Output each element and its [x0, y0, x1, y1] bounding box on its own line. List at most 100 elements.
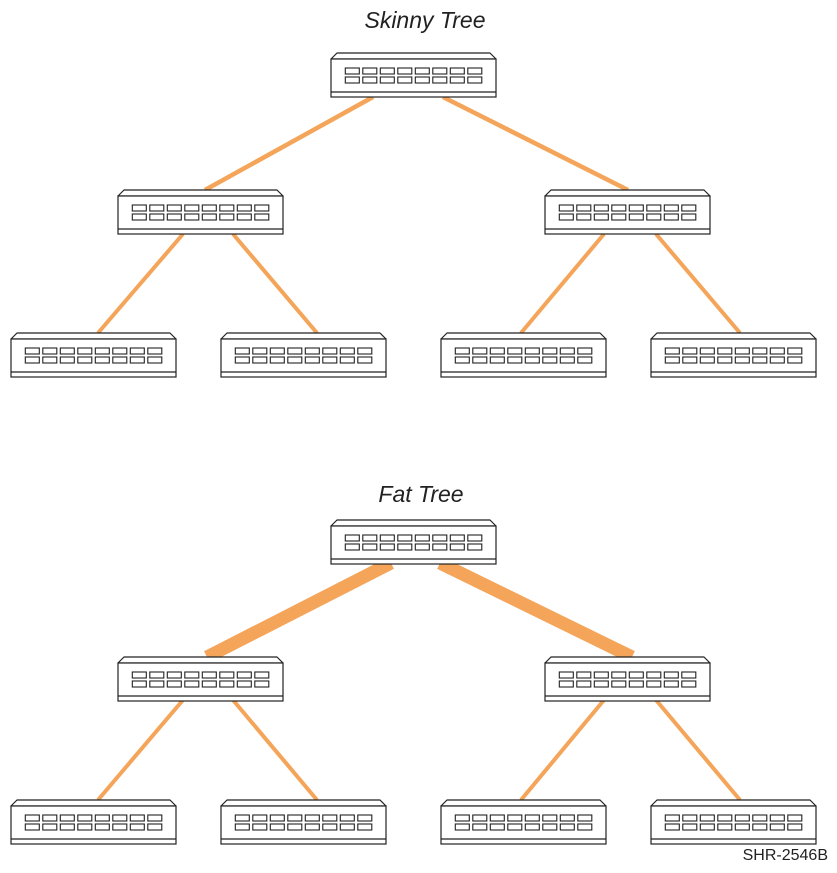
network-switch-icon	[117, 189, 284, 235]
switch-port	[252, 347, 268, 355]
switch-port	[593, 671, 609, 679]
switch-port	[269, 347, 285, 355]
switch-port	[752, 814, 768, 822]
switch-port	[717, 823, 733, 831]
leaf-link	[519, 698, 606, 802]
switch-port	[42, 347, 58, 355]
edge-switch	[220, 332, 387, 378]
switch-port	[77, 823, 93, 831]
edge-switch	[10, 799, 177, 845]
fat-tree: Fat Tree	[10, 481, 817, 845]
skinny-tree-title: Skinny Tree	[364, 7, 485, 33]
switch-port	[449, 67, 465, 75]
network-switch-icon	[220, 799, 387, 845]
switch-port	[94, 814, 110, 822]
switch-port	[397, 534, 413, 542]
switch-port	[236, 213, 252, 221]
switch-port	[77, 814, 93, 822]
network-switch-icon	[650, 332, 817, 378]
switch-port	[357, 823, 373, 831]
switch-port	[269, 356, 285, 364]
switch-port	[287, 823, 303, 831]
switch-port	[59, 814, 75, 822]
switch-port	[252, 814, 268, 822]
switch-port	[254, 680, 270, 688]
switch-port	[414, 67, 430, 75]
core-uplink	[441, 94, 630, 193]
switch-port	[454, 814, 470, 822]
switch-port	[524, 356, 540, 364]
switch-port	[787, 814, 803, 822]
switch-port	[507, 823, 523, 831]
edge-switch	[650, 332, 817, 378]
switch-port	[507, 347, 523, 355]
switch-port	[339, 823, 355, 831]
switch-port	[362, 76, 378, 84]
core-switch	[330, 519, 497, 565]
switch-port	[304, 823, 320, 831]
switch-port	[769, 347, 785, 355]
leaf-link	[231, 698, 319, 802]
edge-switch	[440, 799, 607, 845]
aggregation-switch	[117, 656, 284, 702]
switch-port	[339, 814, 355, 822]
switch-port	[236, 671, 252, 679]
switch-port	[149, 213, 165, 221]
switch-port	[131, 213, 147, 221]
switch-port	[77, 356, 93, 364]
switch-port	[454, 347, 470, 355]
switch-port	[379, 67, 395, 75]
switch-port	[449, 543, 465, 551]
switch-port	[454, 823, 470, 831]
switch-port	[339, 356, 355, 364]
switch-port	[577, 356, 593, 364]
switch-port	[322, 356, 338, 364]
switch-port	[149, 204, 165, 212]
switch-port	[558, 680, 574, 688]
switch-port	[734, 823, 750, 831]
switch-port	[357, 347, 373, 355]
switch-port	[149, 671, 165, 679]
switch-port	[717, 356, 733, 364]
switch-port	[611, 213, 627, 221]
core-switch	[330, 52, 497, 98]
switch-port	[542, 814, 558, 822]
leaf-link	[231, 232, 319, 335]
switch-port	[664, 814, 680, 822]
switch-port	[24, 814, 40, 822]
network-switch-icon	[10, 799, 177, 845]
switch-port	[681, 680, 697, 688]
switch-port	[287, 814, 303, 822]
skinny-tree: Skinny Tree	[10, 7, 817, 378]
switch-port	[287, 356, 303, 364]
network-switch-icon	[544, 189, 711, 235]
switch-port	[467, 543, 483, 551]
switch-port	[699, 814, 715, 822]
switch-port	[681, 204, 697, 212]
switch-port	[24, 356, 40, 364]
switch-port	[472, 356, 488, 364]
leaf-link	[519, 232, 606, 335]
switch-port	[129, 814, 145, 822]
aggregation-switch	[544, 189, 711, 235]
switch-port	[559, 814, 575, 822]
switch-port	[467, 76, 483, 84]
network-switch-icon	[440, 332, 607, 378]
core-uplink	[437, 557, 635, 663]
switch-port	[717, 347, 733, 355]
switch-port	[646, 213, 662, 221]
switch-port	[254, 213, 270, 221]
switch-port	[682, 823, 698, 831]
switch-port	[769, 356, 785, 364]
switch-port	[42, 814, 58, 822]
leaf-link	[96, 232, 185, 335]
switch-port	[94, 823, 110, 831]
switch-port	[304, 814, 320, 822]
switch-port	[131, 671, 147, 679]
switch-port	[611, 204, 627, 212]
switch-port	[234, 814, 250, 822]
switch-port	[379, 534, 395, 542]
switch-port	[201, 680, 217, 688]
switch-port	[524, 347, 540, 355]
